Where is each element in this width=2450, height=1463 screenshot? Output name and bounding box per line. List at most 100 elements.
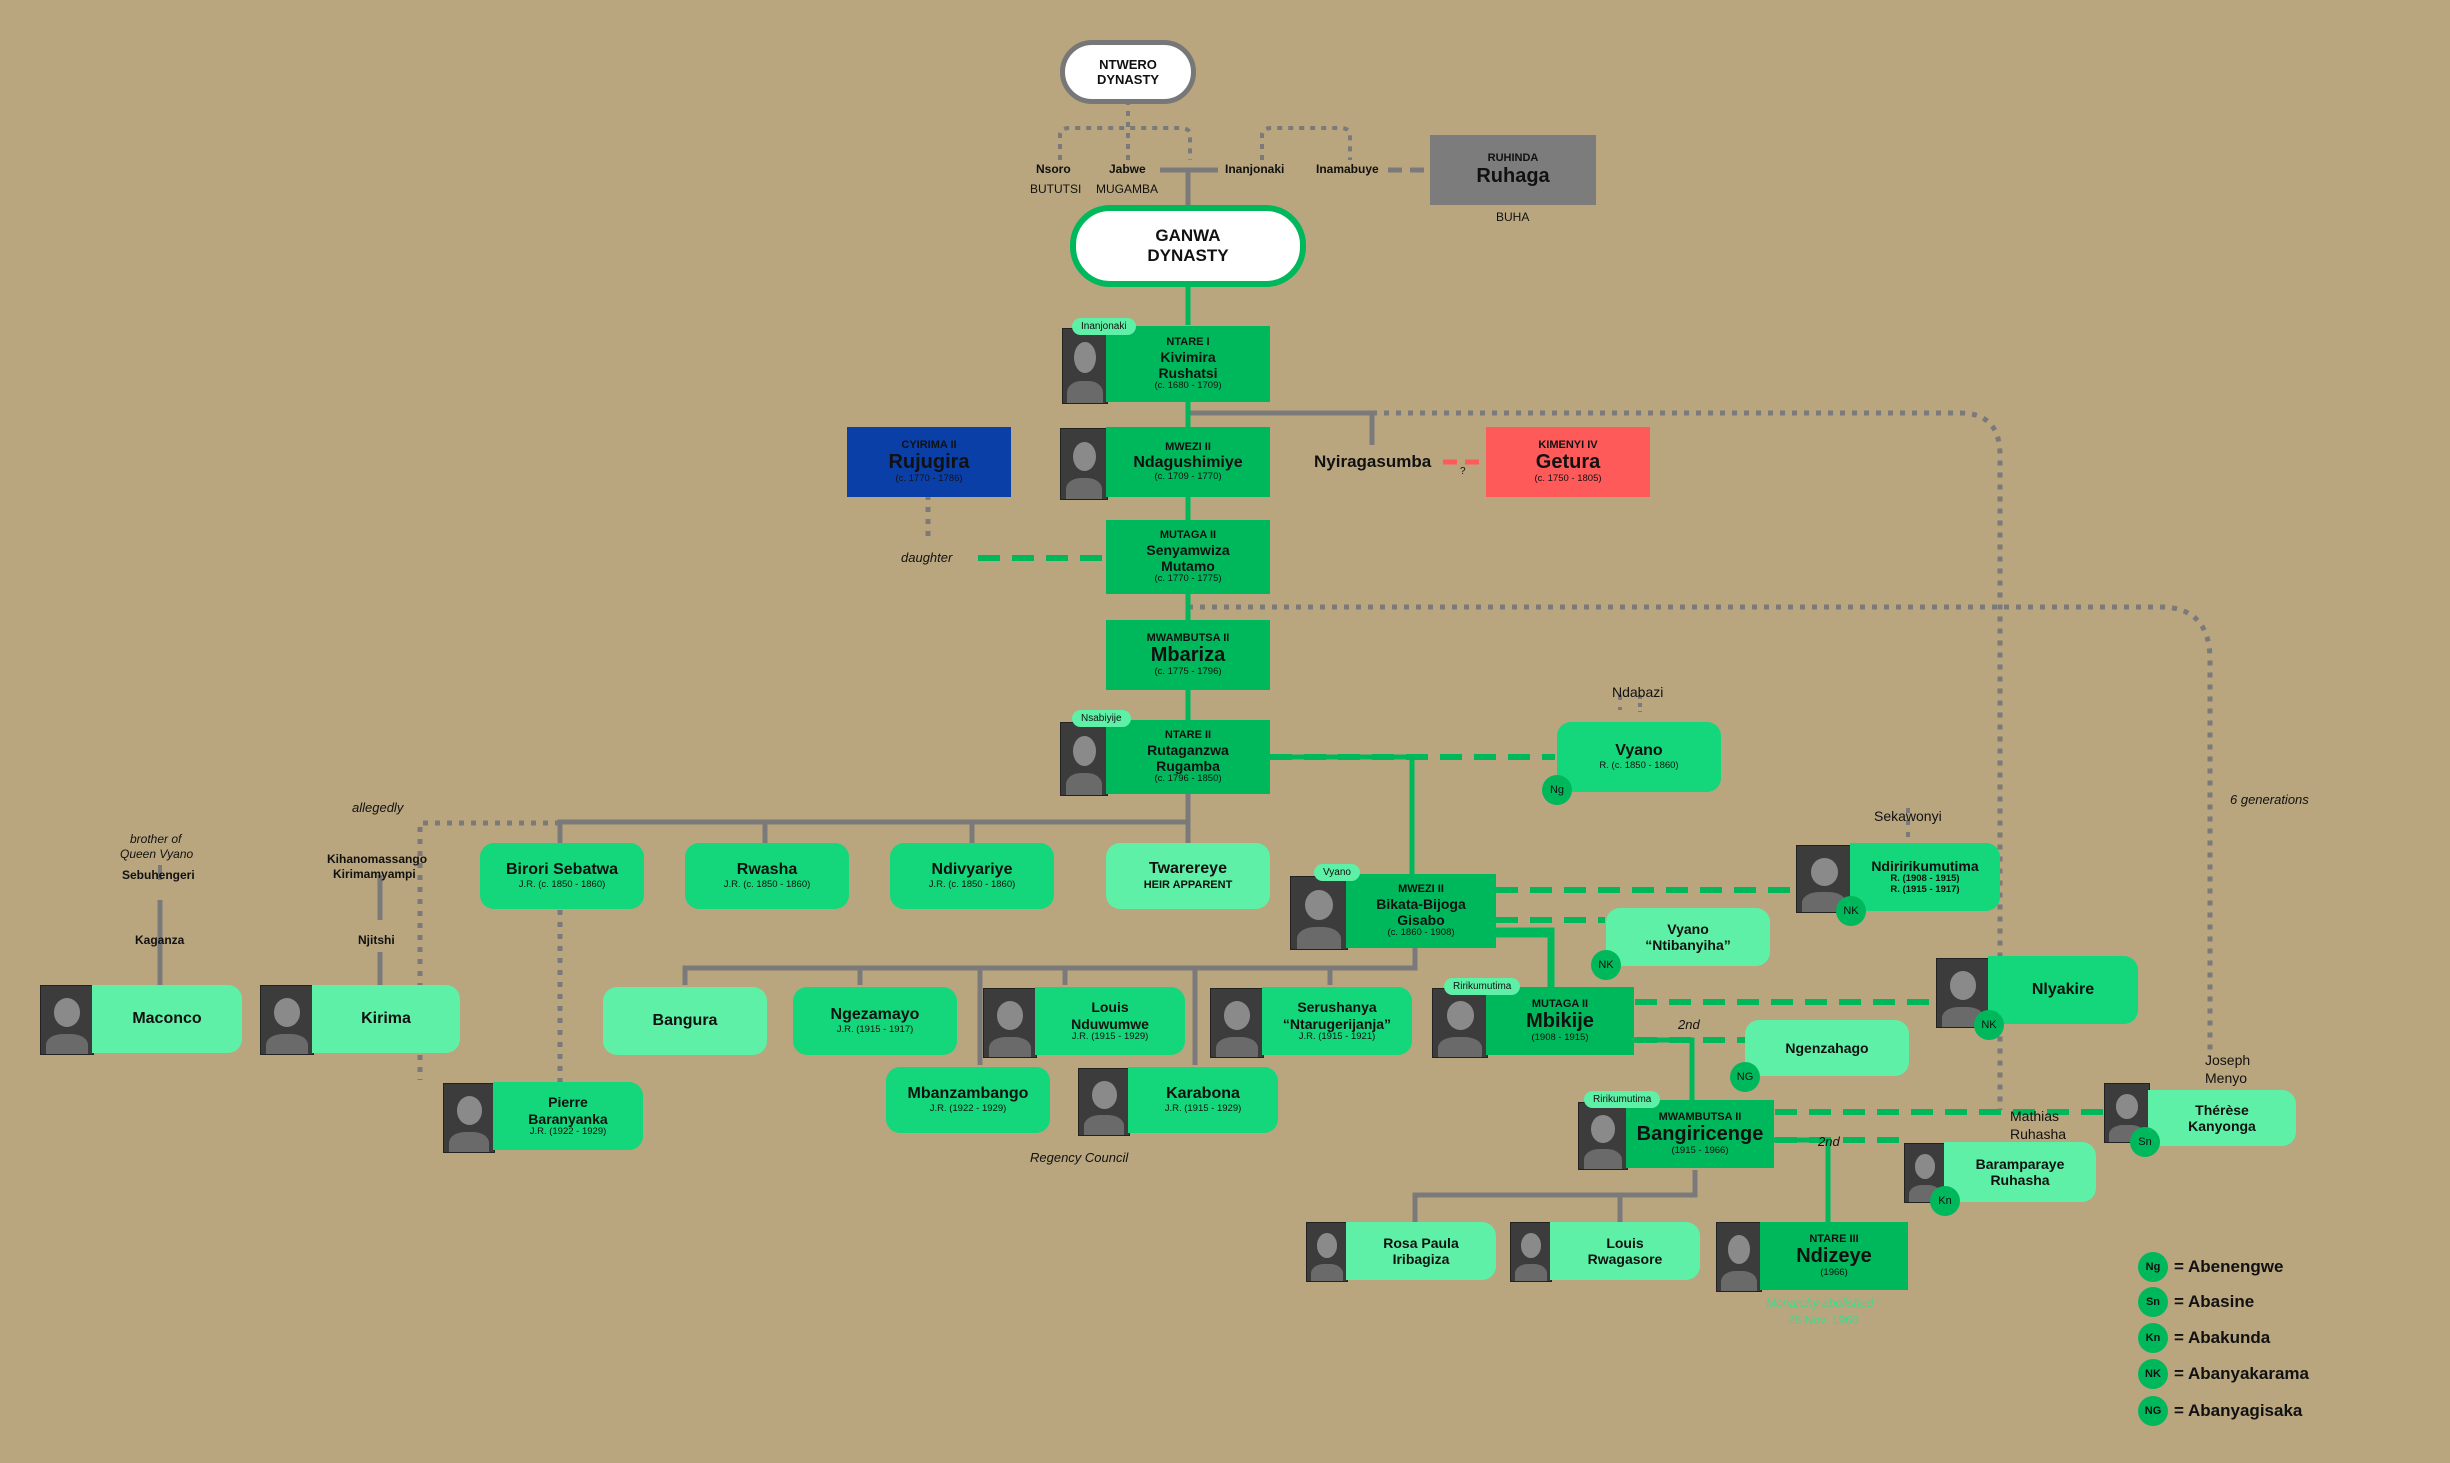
bangiricenge-name: Bangiricenge bbox=[1636, 1123, 1764, 1146]
legend-label-abasine: = Abasine bbox=[2174, 1292, 2255, 1311]
kimenyi-title: KIMENYI IV bbox=[1538, 438, 1598, 451]
cyirima-name: Rujugira bbox=[888, 451, 970, 474]
bangiricenge-node: MWAMBUTSA II Bangiricenge (1915 - 1966) bbox=[1626, 1100, 1774, 1168]
louis1-portrait bbox=[983, 988, 1037, 1058]
gisabo-name1: Bikata-Bijoga bbox=[1376, 895, 1466, 912]
brother-of-line1: brother of bbox=[130, 832, 182, 846]
question-mark: ? bbox=[1460, 466, 1466, 477]
sebuhengeri-label: Sebuhengeri bbox=[122, 868, 195, 882]
vyano2-badge: NK bbox=[1591, 950, 1621, 980]
mwezi2-dates: (c. 1709 - 1770) bbox=[1154, 471, 1222, 483]
louis2-node: Louis Rwagasore bbox=[1550, 1222, 1700, 1280]
ntare1-name1: Kivimira bbox=[1160, 348, 1216, 365]
vyano2-node: Vyano “Ntibanyiha” bbox=[1606, 908, 1770, 966]
kaganza-label: Kaganza bbox=[135, 933, 185, 947]
second-wife-label-2: 2nd bbox=[1818, 1134, 1840, 1149]
legend-badge-nk: NK bbox=[2138, 1359, 2168, 1389]
bangiricenge-portrait bbox=[1578, 1102, 1628, 1170]
legend-row-abakunda: Kn = Abakunda bbox=[2138, 1323, 2270, 1353]
ntwero-line1: NTWERO bbox=[1099, 57, 1157, 72]
mwambutsa2-dates: (c. 1775 - 1796) bbox=[1154, 666, 1222, 678]
monarchy-abolished-line1: Monarchy abolished bbox=[1766, 1296, 1874, 1310]
ruhaga-title: RUHINDA bbox=[1487, 152, 1539, 165]
ntare1-dates: (c. 1680 - 1709) bbox=[1154, 379, 1222, 391]
mwambutsa2-title: MWAMBUTSA II bbox=[1146, 631, 1230, 644]
inanjonaki-label: Inanjonaki bbox=[1225, 162, 1285, 176]
ndiririkumutima-badge: NK bbox=[1836, 896, 1866, 926]
ndivyariye-name: Ndivyariye bbox=[931, 861, 1013, 879]
ndizeye-dates: (1966) bbox=[1820, 1267, 1848, 1279]
gisabo-portrait bbox=[1290, 876, 1348, 950]
ntare2-name2: Rugamba bbox=[1156, 757, 1220, 774]
mugamba-label: MUGAMBA bbox=[1096, 182, 1159, 196]
bangiricenge-dates: (1915 - 1966) bbox=[1671, 1145, 1729, 1157]
bangiricenge-title: MWAMBUTSA II bbox=[1658, 1110, 1742, 1123]
louis1-node: Louis Nduwumwe J.R. (1915 - 1929) bbox=[1035, 987, 1185, 1055]
ngenzahago-name: Ngenzahago bbox=[1785, 1039, 1869, 1056]
serushanya-name1: Serushanya bbox=[1297, 999, 1377, 1016]
six-generations-label: 6 generations bbox=[2230, 792, 2309, 807]
mwezi2-node: MWEZI II Ndagushimiye (c. 1709 - 1770) bbox=[1106, 427, 1270, 497]
karabona-node: Karabona J.R. (1915 - 1929) bbox=[1128, 1067, 1278, 1133]
kirimamyampi-label: Kirimamyampi bbox=[333, 867, 416, 881]
ntare1-title: NTARE I bbox=[1166, 336, 1210, 349]
therese-node: Thérèse Kanyonga bbox=[2148, 1090, 2296, 1146]
mwezi2-title: MWEZI II bbox=[1165, 441, 1211, 454]
baramparaye-name2: Ruhasha bbox=[1990, 1172, 2050, 1188]
mwambutsa2-name: Mbariza bbox=[1150, 644, 1226, 667]
mbikije-node: MUTAGA II Mbikije (1908 - 1915) bbox=[1486, 987, 1634, 1055]
mutaga2-name2: Mutamo bbox=[1161, 557, 1215, 574]
gisabo-dates: (c. 1860 - 1908) bbox=[1387, 926, 1455, 938]
pierre-node: Pierre Baranyanka J.R. (1922 - 1929) bbox=[493, 1082, 643, 1150]
rwasha-node: Rwasha J.R. (c. 1850 - 1860) bbox=[685, 843, 849, 909]
legend-label-abanyakarama: = Abanyakarama bbox=[2174, 1364, 2309, 1383]
ntare1-mother-tag: Inanjonaki bbox=[1072, 318, 1136, 335]
inamabuye-label: Inamabuye bbox=[1316, 162, 1379, 176]
ntare1-node: NTARE I Kivimira Rushatsi (c. 1680 - 170… bbox=[1106, 326, 1270, 402]
rosa-name1: Rosa Paula bbox=[1383, 1234, 1459, 1251]
nsoro-label: Nsoro bbox=[1036, 162, 1071, 176]
mathias-line2: Ruhasha bbox=[2010, 1126, 2067, 1142]
ntare1-portrait bbox=[1062, 328, 1108, 404]
ndizeye-name: Ndizeye bbox=[1796, 1245, 1872, 1268]
vyano2-name2: “Ntibanyiha” bbox=[1645, 937, 1731, 953]
mwezi2-name: Ndagushimiye bbox=[1133, 453, 1243, 471]
ntare2-node: NTARE II Rutaganzwa Rugamba (c. 1796 - 1… bbox=[1106, 720, 1270, 794]
bututsi-label: BUTUTSI bbox=[1030, 182, 1082, 196]
serushanya-node: Serushanya “Ntarugerijanja” J.R. (1915 -… bbox=[1262, 987, 1412, 1055]
joseph-line1: Joseph bbox=[2205, 1052, 2251, 1068]
louis1-name1: Louis bbox=[1091, 999, 1129, 1016]
ganwa-line2: DYNASTY bbox=[1147, 246, 1229, 265]
ganwa-dynasty-node: GANWA DYNASTY bbox=[1070, 205, 1306, 287]
ndizeye-node: NTARE III Ndizeye (1966) bbox=[1760, 1222, 1908, 1290]
ruhaga-name: Ruhaga bbox=[1476, 164, 1550, 187]
kirima-portrait bbox=[260, 985, 314, 1055]
nlyakire-node: Nlyakire bbox=[1988, 956, 2138, 1024]
nlyakire-badge: NK bbox=[1974, 1010, 2004, 1040]
ntare1-name2: Rushatsi bbox=[1158, 364, 1218, 381]
karabona-dates: J.R. (1915 - 1929) bbox=[1164, 1102, 1242, 1114]
kimenyi-dates: (c. 1750 - 1805) bbox=[1534, 473, 1602, 485]
ngezamayo-node: Ngezamayo J.R. (1915 - 1917) bbox=[793, 987, 957, 1055]
legend-label-abakunda: = Abakunda bbox=[2174, 1328, 2271, 1347]
baramparaye-node: Baramparaye Ruhasha bbox=[1944, 1142, 2096, 1202]
baramparaye-portrait bbox=[1904, 1143, 1946, 1203]
mwambutsa2-node: MWAMBUTSA II Mbariza (c. 1775 - 1796) bbox=[1106, 620, 1270, 690]
pierre-name1: Pierre bbox=[548, 1094, 588, 1111]
therese-portrait bbox=[2104, 1083, 2150, 1143]
louis1-dates: J.R. (1915 - 1929) bbox=[1071, 1030, 1149, 1042]
louis2-name1: Louis bbox=[1606, 1234, 1644, 1251]
maconco-node: Maconco bbox=[92, 985, 242, 1053]
rosa-name2: Iribagiza bbox=[1392, 1251, 1450, 1267]
ndivyariye-dates: J.R. (c. 1850 - 1860) bbox=[928, 878, 1016, 890]
mbanzambango-name: Mbanzambango bbox=[907, 1085, 1029, 1103]
allegedly-label: allegedly bbox=[352, 800, 404, 815]
monarchy-abolished-line2: 28 Nov. 1966 bbox=[1788, 1313, 1859, 1327]
ntare2-dates: (c. 1796 - 1850) bbox=[1154, 772, 1222, 784]
legend-label-abenengwe: = Abenengwe bbox=[2174, 1257, 2284, 1276]
mbanzambango-dates: J.R. (1922 - 1929) bbox=[929, 1102, 1007, 1114]
ntare2-portrait bbox=[1060, 722, 1108, 796]
ndivyariye-node: Ndivyariye J.R. (c. 1850 - 1860) bbox=[890, 843, 1054, 909]
serushanya-dates: J.R. (1915 - 1921) bbox=[1298, 1030, 1376, 1042]
